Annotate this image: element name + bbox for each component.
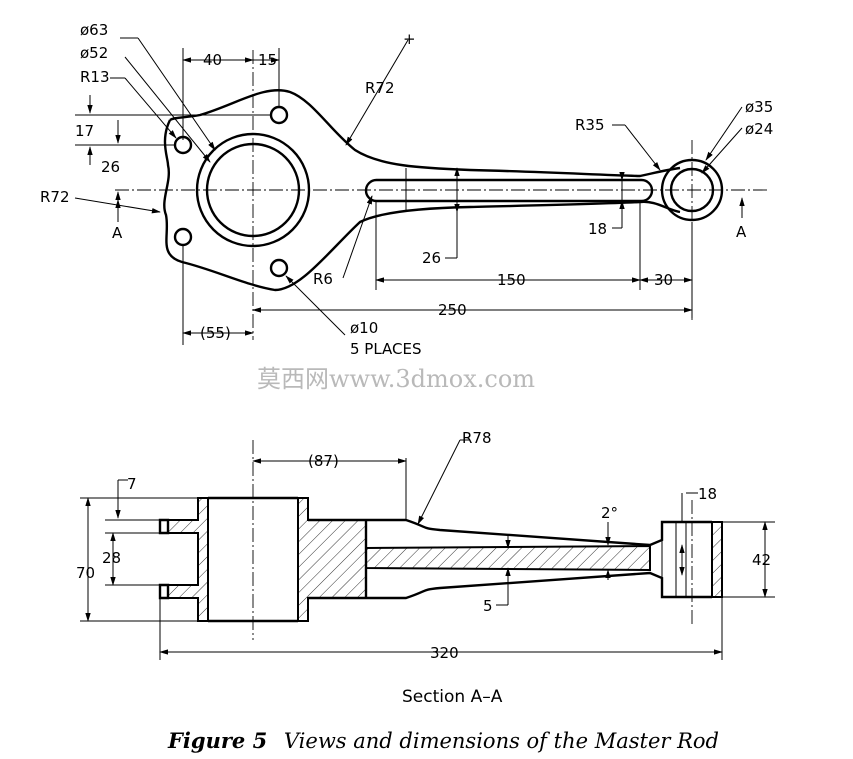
watermark: 莫西网www.3dmox.com [257, 365, 535, 393]
figure-caption: Figure 5 Views and dimensions of the Mas… [167, 728, 719, 753]
figure-number: Figure 5 [167, 728, 267, 753]
r72-top-label: R72 [365, 79, 395, 97]
dim-28-label: 28 [102, 549, 121, 567]
top-view: 40 15 17 26 ø63 ø52 R13 R72 + R72 A A [40, 21, 773, 358]
r6-label: R6 [313, 270, 333, 288]
dim-40-label: 40 [203, 51, 222, 69]
section-mark-right: A [736, 223, 747, 241]
dim-26b-label: 26 [422, 249, 441, 267]
hatch-left-flange [167, 497, 209, 622]
dim-87-label: (87) [308, 452, 339, 470]
bolt-hole [269, 105, 289, 125]
dim-42-label: 42 [752, 551, 771, 569]
bolt-hole [269, 258, 289, 278]
dim-2deg-label: 2° [601, 504, 618, 522]
dim-17-label: 17 [75, 122, 94, 140]
dim-5-label: 5 [483, 597, 493, 615]
dim-7-label: 7 [127, 475, 137, 493]
dia35-label: ø35 [745, 98, 773, 116]
r13-label: R13 [80, 68, 110, 86]
svg-text:+: + [403, 30, 416, 48]
dim-55-label: (55) [200, 324, 231, 342]
dim-15-label: 15 [258, 51, 277, 69]
dia24-label: ø24 [745, 120, 773, 138]
big-end-bore-circle [205, 142, 301, 238]
big-end-outer-circle [195, 132, 311, 248]
section-title: Section A–A [402, 687, 503, 707]
section-mark-left: A [112, 224, 123, 242]
hatch-right-flange [297, 497, 367, 622]
r72-left-label: R72 [40, 188, 70, 206]
dim-26-label: 26 [101, 158, 120, 176]
dim-320-label: 320 [430, 644, 459, 662]
r78-label: R78 [462, 429, 492, 447]
section-view: (87) R78 7 28 70 2° 5 18 [76, 429, 775, 707]
dim-250-label: 250 [438, 301, 467, 319]
small-end-outer-circle [660, 158, 724, 222]
bolt-hole [173, 227, 193, 247]
dim-18-label: 18 [588, 220, 607, 238]
figure-caption-text: Views and dimensions of the Master Rod [284, 729, 719, 753]
hatch-web [365, 544, 651, 572]
hole-diameter-label: ø10 [350, 319, 378, 337]
hatch-small-end [711, 521, 723, 598]
rod-outline-top [163, 89, 681, 292]
dia52-label: ø52 [80, 44, 108, 62]
r35-label: R35 [575, 116, 605, 134]
hole-count-label: 5 PLACES [350, 340, 422, 358]
dia63-label: ø63 [80, 21, 108, 39]
dim-150-label: 150 [497, 271, 526, 289]
rod-slot [364, 178, 654, 203]
dim-18b-label: 18 [698, 485, 717, 503]
small-end-bore-circle [669, 167, 715, 213]
dim-70-label: 70 [76, 564, 95, 582]
dim-30-label: 30 [654, 271, 673, 289]
